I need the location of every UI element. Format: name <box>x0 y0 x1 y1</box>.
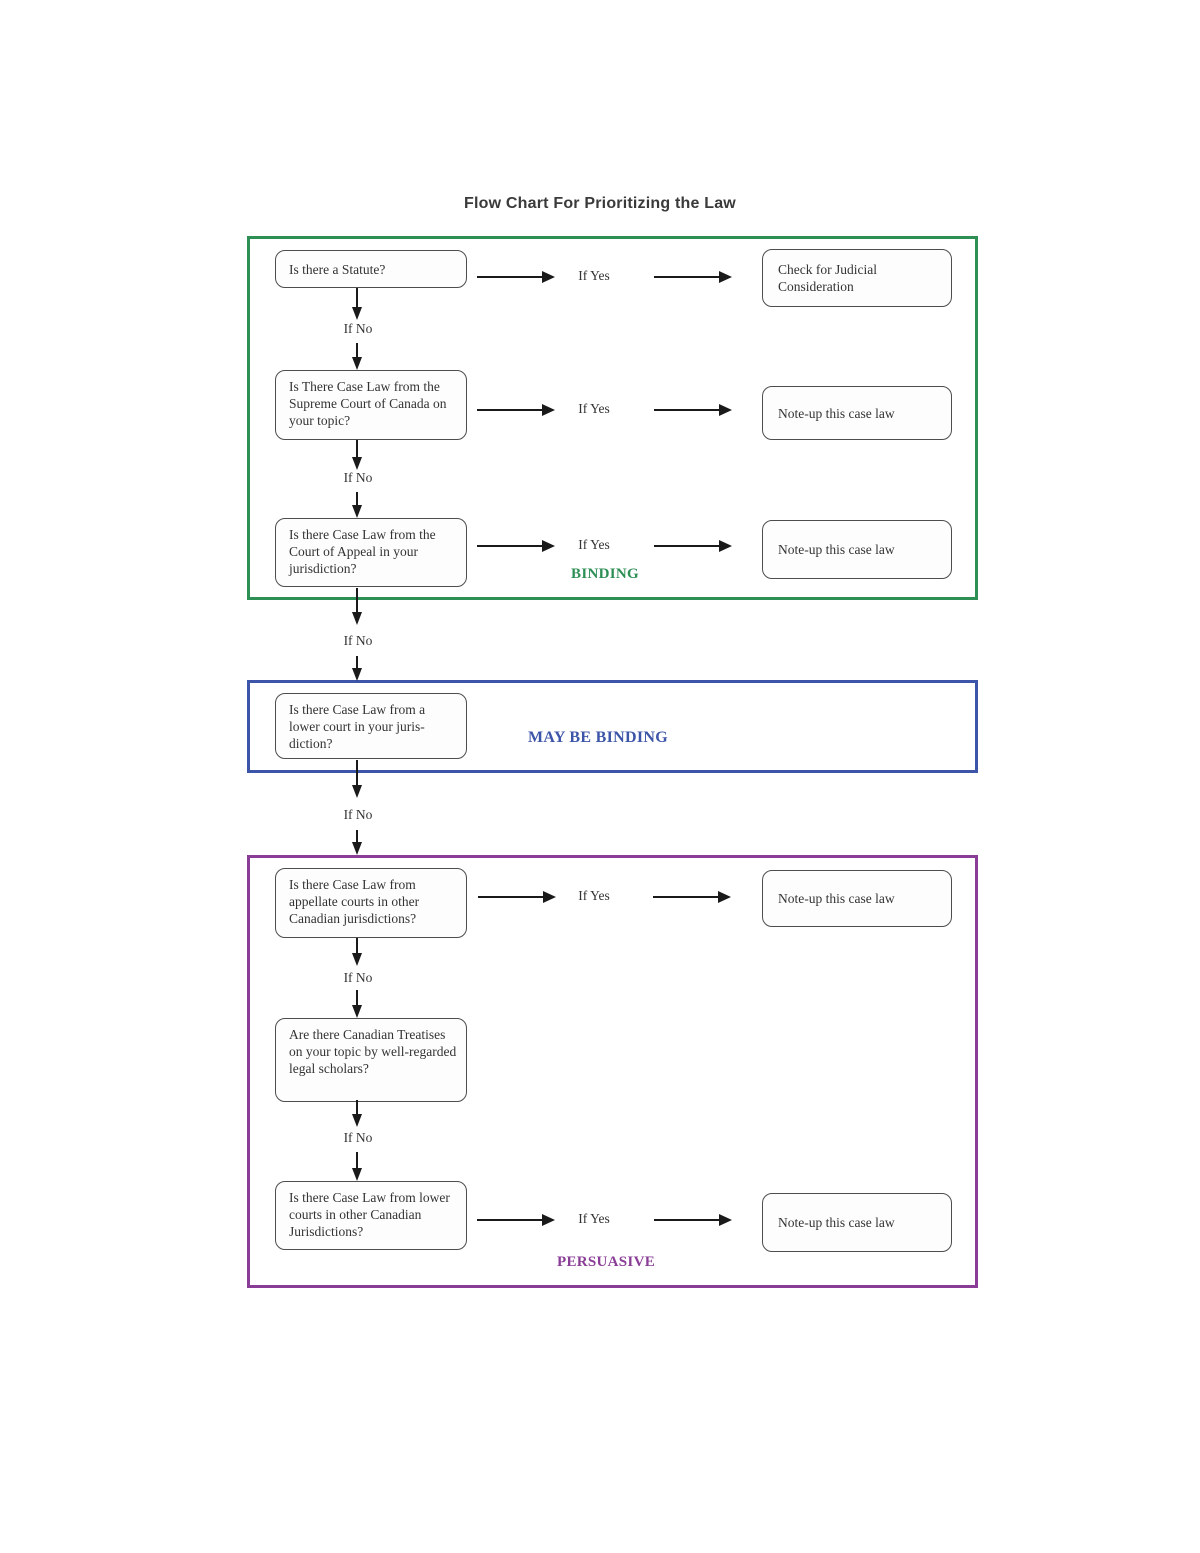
if-yes-label-appeal: If Yes <box>578 537 610 552</box>
result-box-noteup-appellate-other: Note-up this case law <box>762 870 952 927</box>
question-box-appellate-other-jurisdictions: Is there Case Law from appellate courts … <box>275 868 467 938</box>
question-box-lower-court: Is there Case Law from a lower court in … <box>275 693 467 759</box>
if-no-label-3: If No <box>343 633 373 648</box>
page-title: Flow Chart For Prioritizing the Law <box>464 195 736 212</box>
result-box-noteup-lower-other: Note-up this case law <box>762 1193 952 1252</box>
question-box-canadian-treatises: Are there Canadian Treatises on your top… <box>275 1018 467 1102</box>
may-be-binding-section-frame <box>247 680 978 773</box>
question-box-court-of-appeal: Is there Case Law from the Court of Appe… <box>275 518 467 587</box>
if-yes-label-appellate-other: If Yes <box>578 888 610 903</box>
question-box-supreme-court: Is There Case Law from the Supreme Court… <box>275 370 467 440</box>
if-yes-label-lower-other: If Yes <box>578 1211 610 1226</box>
persuasive-section-frame <box>247 855 978 1288</box>
question-box-lower-other-jurisdictions: Is there Case Law from lower courts in o… <box>275 1181 467 1250</box>
result-box-judicial-consideration: Check for Judicial Consideration <box>762 249 952 307</box>
if-no-label-1: If No <box>343 321 373 336</box>
binding-section-label: BINDING <box>571 566 639 582</box>
if-yes-label-statute: If Yes <box>578 268 610 283</box>
may-be-binding-section-label: MAY BE BINDING <box>528 729 668 746</box>
if-no-label-6: If No <box>343 1130 373 1145</box>
persuasive-section-label: PERSUASIVE <box>556 1254 656 1270</box>
binding-section-frame <box>247 236 978 600</box>
result-box-noteup-appeal: Note-up this case law <box>762 520 952 579</box>
result-box-noteup-supreme: Note-up this case law <box>762 386 952 440</box>
if-no-label-5: If No <box>343 970 373 985</box>
if-yes-label-supreme: If Yes <box>578 401 610 416</box>
if-no-label-4: If No <box>343 807 373 822</box>
question-box-statute: Is there a Statute? <box>275 250 467 288</box>
if-no-label-2: If No <box>343 470 373 485</box>
